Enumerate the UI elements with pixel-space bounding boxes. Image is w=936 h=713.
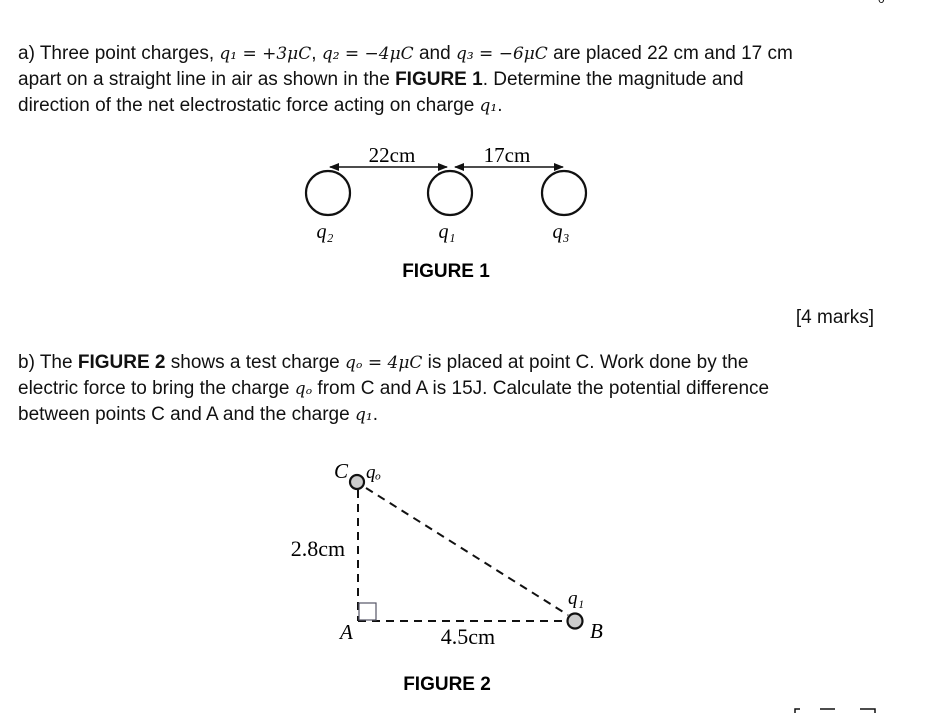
text: from C and A is 15J. Calculate the poten…: [312, 378, 770, 399]
marks-bracket-partial: [794, 708, 876, 713]
charge-q2: [304, 169, 352, 217]
right-angle-marker: [358, 602, 377, 621]
point-b-label: B: [590, 619, 603, 643]
text: a) Three point charges,: [18, 43, 220, 64]
distance-label: 17cm: [484, 143, 531, 167]
text: are placed 22 cm and 17 cm: [547, 43, 793, 64]
q2-value: q₂ = −4μC: [321, 44, 414, 64]
figure-caption: FIGURE 2: [403, 674, 491, 695]
side-ca-label: 2.8cm: [291, 536, 345, 561]
side-cb: [365, 487, 569, 616]
text: ,: [311, 43, 322, 64]
text: . Determine the magnitude and: [482, 69, 744, 90]
distance-label: 22cm: [369, 143, 416, 167]
point-a-label: A: [338, 620, 353, 644]
charge-q1: [566, 612, 584, 630]
text: and: [413, 43, 456, 64]
side-ab-label: 4.5cm: [441, 624, 495, 649]
q1-symbol: q₁: [479, 96, 498, 116]
text: is placed at point C. Work done by the: [422, 352, 749, 373]
point-c-label: C: [334, 459, 349, 483]
question-b-line-2: electric force to bring the charge qₒ fr…: [18, 378, 769, 400]
text: direction of the net electrostatic force…: [18, 95, 480, 116]
page-marker: 0: [878, 0, 885, 6]
question-b-line-1: b) The FIGURE 2 shows a test charge qₒ =…: [18, 352, 748, 374]
text: between points C and A and the charge: [18, 404, 355, 425]
charge-q1: [426, 169, 474, 217]
charge-label: q₁: [439, 221, 456, 243]
figure-1: 22cm 17cm q₂ q₁ q₃ FIGURE 1: [304, 143, 588, 282]
question-a-line-1: a) Three point charges, q₁ = +3μC, q₂ = …: [18, 43, 793, 65]
q1-value: q₁ = +3μC: [219, 44, 312, 64]
figure-ref: FIGURE 2: [77, 352, 166, 373]
charge-label: q₂: [317, 221, 334, 243]
question-a-line-3: direction of the net electrostatic force…: [18, 95, 503, 117]
text: .: [497, 95, 503, 116]
q1-symbol: q₁: [354, 405, 373, 425]
text: electric force to bring the charge: [18, 378, 295, 399]
marks-a: [4 marks]: [795, 307, 874, 328]
text: b) The: [18, 352, 78, 373]
question-a-line-2: apart on a straight line in air as shown…: [18, 69, 744, 91]
charge-label: q₃: [553, 221, 570, 243]
charge-q1-label: q₁: [568, 588, 584, 609]
text: .: [372, 404, 378, 425]
question-b-line-3: between points C and A and the charge q₁…: [18, 404, 378, 426]
charge-qo: [348, 473, 366, 491]
text: apart on a straight line in air as shown…: [18, 69, 396, 90]
q3-value: q₃ = −6μC: [455, 44, 548, 64]
charge-qo-label: qₒ: [366, 462, 381, 483]
text: shows a test charge: [165, 352, 346, 373]
qo-value: qₒ = 4μC: [345, 353, 423, 373]
figure-caption: FIGURE 1: [402, 261, 490, 282]
qo-symbol: qₒ: [294, 379, 313, 399]
figure-2: C qₒ 2.8cm A 4.5cm q₁ B FIGURE 2: [291, 459, 603, 695]
figure-ref: FIGURE 1: [395, 69, 483, 90]
charge-q3: [540, 169, 588, 217]
